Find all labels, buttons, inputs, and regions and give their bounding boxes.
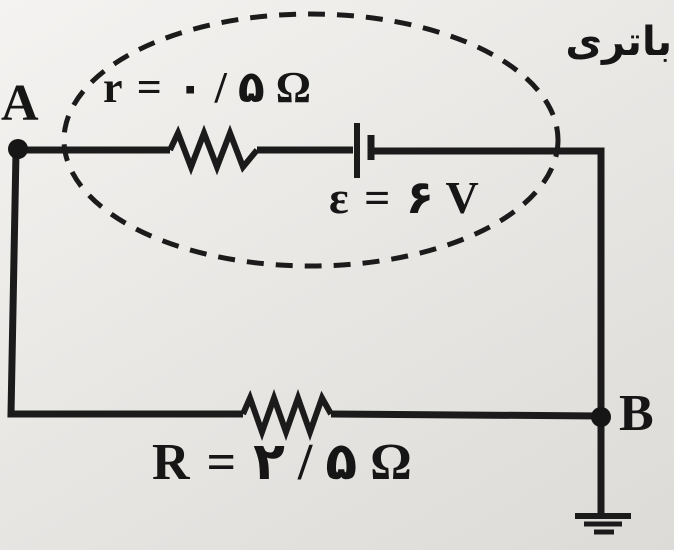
battery-word-label: باتری <box>565 19 672 65</box>
node-b-dot <box>591 407 611 427</box>
node-b-label: B <box>619 385 654 442</box>
battery-boundary-dashed-ellipse <box>61 11 561 269</box>
resistor-R-zigzag-icon <box>240 388 334 442</box>
external-resistance-label: R = ۲ / ۵ Ω <box>152 434 414 491</box>
emf-label: ε = ۶ V <box>329 172 481 223</box>
node-a-label: A <box>1 75 39 132</box>
wire-top-right-and-right-side <box>374 147 605 516</box>
resistor-r-zigzag-icon <box>167 124 260 176</box>
internal-resistance-label: r = ۰ / ۵ Ω <box>103 63 313 112</box>
ground-icon <box>575 513 631 535</box>
node-a-dot <box>8 139 28 159</box>
wire-left-and-bottom-left <box>7 151 243 418</box>
wire-bottom-right-segment <box>330 410 602 420</box>
